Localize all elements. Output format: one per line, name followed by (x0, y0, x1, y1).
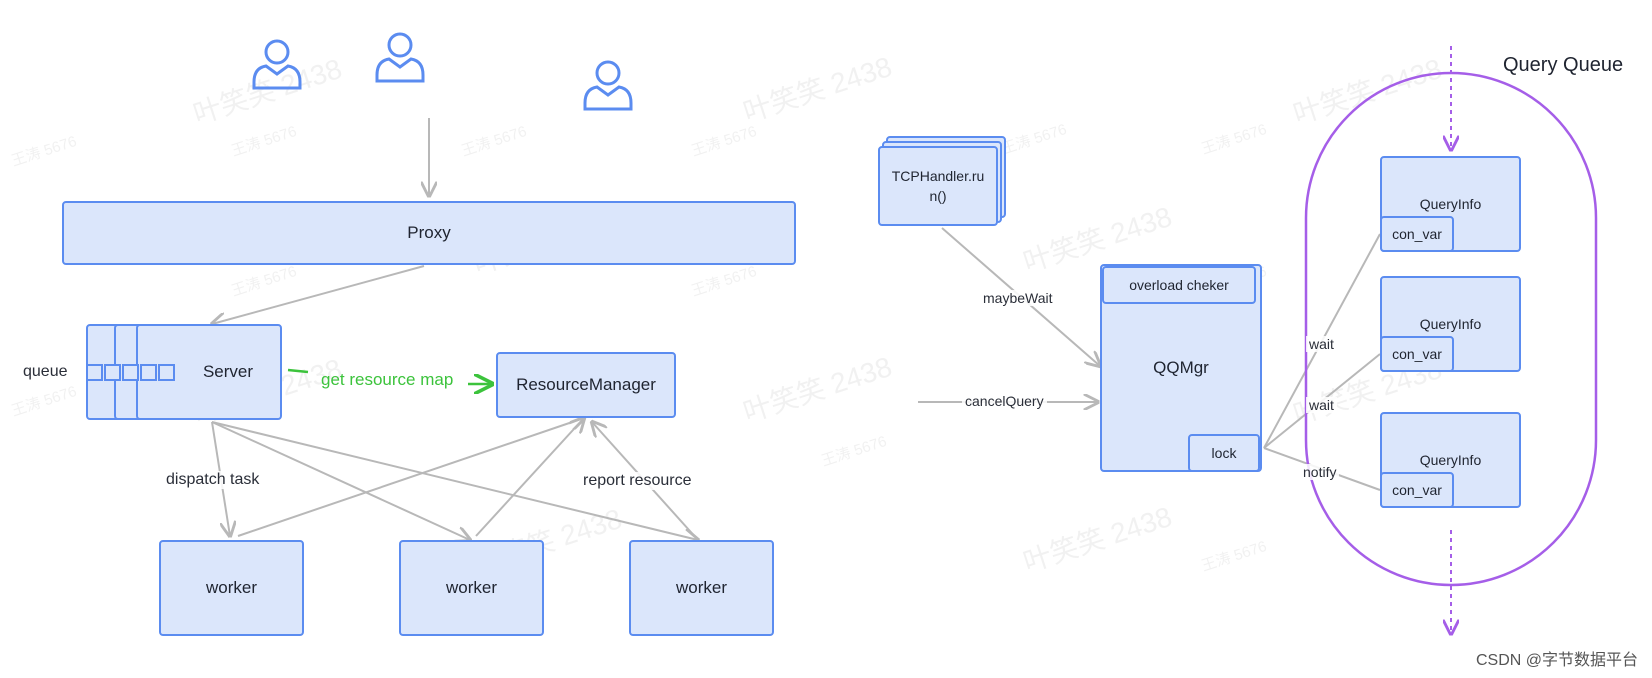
qqmgr-label: QQMgr (1153, 358, 1209, 377)
cancel-query-label: cancelQuery (962, 393, 1047, 409)
report-resource-label: report resource (580, 472, 695, 490)
worker-node-3: worker (629, 540, 774, 636)
user-icon (375, 32, 425, 83)
queue-label: queue (23, 363, 68, 380)
con-var-node-1: con_var (1380, 216, 1454, 252)
con-var-node-2: con_var (1380, 336, 1454, 372)
worker-node-2: worker (399, 540, 544, 636)
user-icon (252, 39, 302, 90)
notify-label: notify (1300, 464, 1340, 480)
user-icon (583, 60, 633, 111)
resource-manager-node: ResourceManager (496, 352, 676, 418)
tcp-handler-node: TCPHandler.ru n() (878, 146, 998, 226)
worker-node-1: worker (159, 540, 304, 636)
con-var-node-3: con_var (1380, 472, 1454, 508)
footer-credit: CSDN @字节数据平台 (1475, 652, 1638, 669)
wait-label-1: wait (1306, 336, 1337, 352)
queue-icon (86, 364, 176, 382)
wait-label-2: wait (1306, 397, 1337, 413)
lock-node: lock (1188, 434, 1260, 472)
dispatch-task-label: dispatch task (163, 471, 263, 489)
proxy-node: Proxy (62, 201, 796, 265)
maybe-wait-label: maybeWait (980, 290, 1056, 306)
server-label: Server (202, 362, 254, 381)
overload-checker-node: overload cheker (1102, 266, 1256, 304)
query-queue-title: Query Queue (1503, 54, 1624, 76)
get-resource-map-label: get resource map (321, 370, 454, 389)
